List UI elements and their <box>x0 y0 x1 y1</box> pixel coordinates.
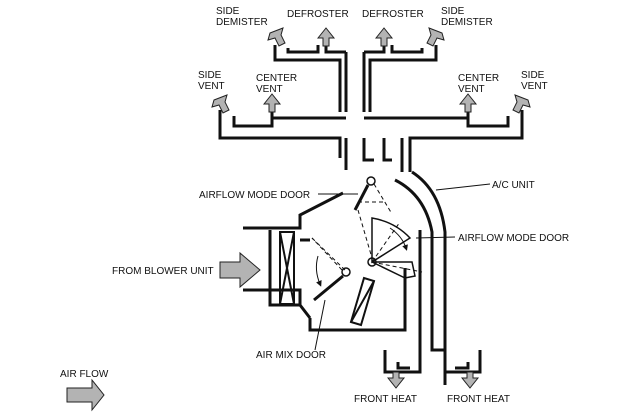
label-center-vent-right-2: VENT <box>458 84 485 95</box>
label-side-vent-right-2: VENT <box>521 81 548 92</box>
arrow-side-vent-right <box>512 94 531 114</box>
label-side-demister-left-1: SIDE <box>216 6 240 17</box>
label-side-demister-right-2: DEMISTER <box>441 17 493 28</box>
label-defroster-left: DEFROSTER <box>287 9 349 20</box>
label-center-vent-left-2: VENT <box>256 84 283 95</box>
arrow-defroster-left <box>316 27 336 47</box>
dashed-flow-hints <box>311 209 373 271</box>
label-defroster-right: DEFROSTER <box>362 9 424 20</box>
upper-duct-network <box>218 40 524 172</box>
label-front-heat-right: FRONT HEAT <box>447 394 510 405</box>
label-side-vent-right-1: SIDE <box>521 70 545 81</box>
outlet-arrows <box>66 27 531 412</box>
heater-core <box>349 276 376 327</box>
arrow-front-heat-right <box>460 371 480 389</box>
label-side-vent-left-2: VENT <box>198 81 225 92</box>
arrow-center-vent-right <box>458 93 478 113</box>
label-air-mix-door: AIR MIX DOOR <box>256 350 326 361</box>
label-front-heat-left: FRONT HEAT <box>354 394 417 405</box>
label-side-vent-left-1: SIDE <box>198 70 222 81</box>
label-air-flow-legend: AIR FLOW <box>60 369 109 380</box>
label-from-blower-unit: FROM BLOWER UNIT <box>112 266 214 277</box>
label-airflow-mode-door-lower: AIRFLOW MODE DOOR <box>458 233 569 244</box>
leader-lines <box>314 183 491 351</box>
label-center-vent-left-1: CENTER <box>256 73 297 84</box>
airflow-mode-door-upper <box>353 176 393 215</box>
label-center-vent-right-1: CENTER <box>458 73 499 84</box>
arrow-side-demister-left <box>267 27 286 47</box>
evaporator-element <box>279 231 295 305</box>
label-side-demister-left-2: DEMISTER <box>216 17 268 28</box>
label-side-demister-right-1: SIDE <box>441 6 465 17</box>
airflow-mode-door-lower <box>367 217 423 279</box>
ac-unit-housing <box>243 170 482 385</box>
arrow-center-vent-left <box>262 93 282 113</box>
arrow-side-vent-left <box>211 94 230 114</box>
label-ac-unit: A/C UNIT <box>492 180 535 191</box>
arrow-from-blower <box>219 251 261 289</box>
arrow-legend <box>66 378 105 412</box>
diagram-labels: SIDE DEMISTER DEFROSTER DEFROSTER SIDE D… <box>60 6 569 405</box>
arrow-defroster-right <box>374 27 394 47</box>
arrow-front-heat-left <box>386 371 406 389</box>
arrow-side-demister-right <box>426 27 445 47</box>
label-airflow-mode-door-upper: AIRFLOW MODE DOOR <box>199 190 310 201</box>
